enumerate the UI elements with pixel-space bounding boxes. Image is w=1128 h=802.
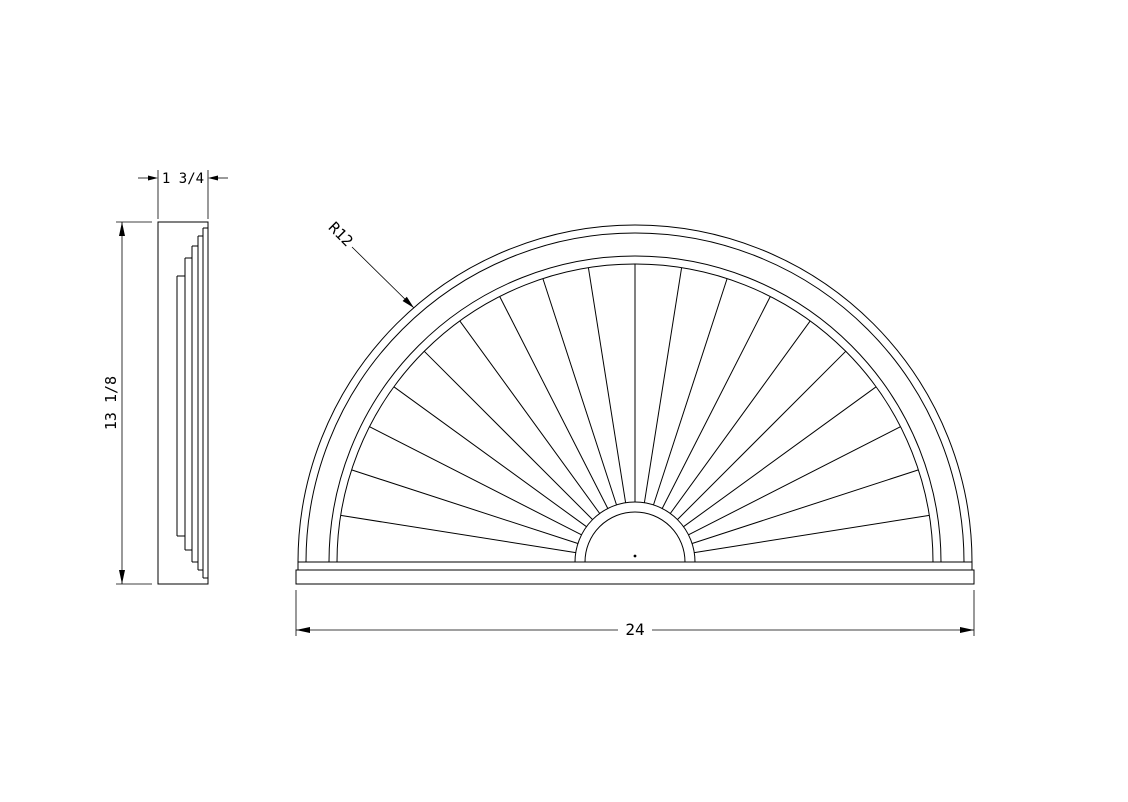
front-elevation-view [295,224,975,585]
sunburst-ray [669,320,811,514]
arrowhead-right-icon [960,627,974,633]
dimension-height: 13 1/8 [102,221,152,585]
outer-arch-molding [297,224,973,563]
width-dimension-label: 24 [625,620,644,639]
sunburst-ray [677,350,847,520]
sunburst-ray [653,278,728,506]
sunburst-ray [694,514,930,554]
sunburst-ray [661,296,771,509]
sunburst-ray [351,469,579,544]
sunburst-ray [423,350,593,520]
hub [574,501,696,563]
leader-line [351,246,415,309]
dimension-depth: 1 3/4 [138,170,228,219]
sunburst-ray [688,426,901,536]
sunburst-rays [337,264,933,563]
sunburst-ray [393,386,587,528]
sunburst-ray [643,267,683,503]
sunburst-ray [587,267,627,503]
sunburst-ray [542,278,617,506]
sunburst-ray [691,469,919,544]
sunburst-ray [459,320,601,514]
sunburst-ray [683,386,877,528]
depth-dimension-label: 1 3/4 [162,171,204,187]
hub-outer-ring [574,501,696,563]
plinth-outline [295,569,975,585]
height-dimension-label: 13 1/8 [102,376,120,430]
profile-outline [157,221,209,585]
arrowhead-down-icon [119,570,125,584]
radius-label: R12 [325,218,357,250]
profile-molding-steps [176,227,208,579]
arrowhead-up-icon [119,222,125,236]
dimension-width: 24 [295,590,975,639]
center-mark [633,554,637,558]
arrowhead-left-icon [208,175,218,181]
radius-leader: R12 [325,218,415,309]
hub-inner-ring [584,511,686,563]
arrowhead-left-icon [296,627,310,633]
arrowhead-leader-icon [402,296,414,308]
plinth [295,562,975,585]
side-profile-view [157,221,209,585]
sunburst-ray [369,426,582,536]
sunburst-ray [340,514,576,554]
sunburst-ray [499,296,609,509]
arrowhead-right-icon [148,175,158,181]
